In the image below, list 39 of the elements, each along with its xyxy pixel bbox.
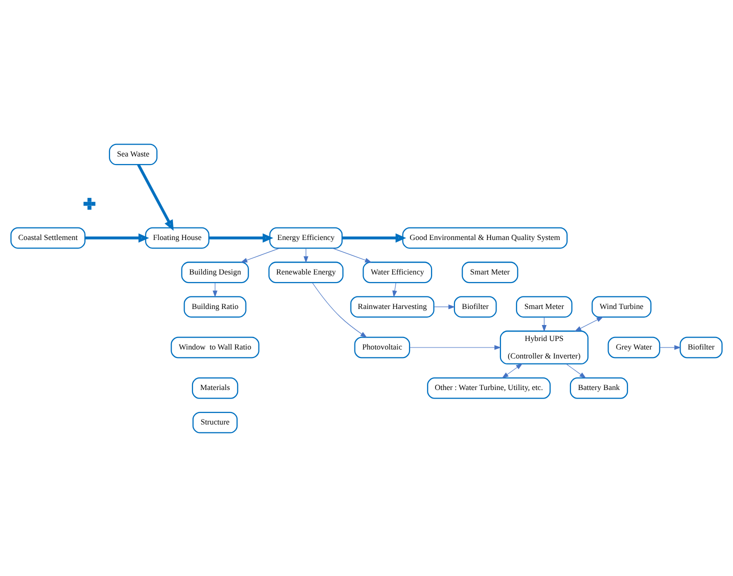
arrow <box>137 163 174 230</box>
node-box: Good Environmental & Human Quality System <box>402 226 568 248</box>
arrow <box>240 247 280 262</box>
arrow <box>342 232 406 242</box>
arrow <box>434 304 456 309</box>
node-box: Biofilter <box>454 296 497 318</box>
node-box: Floating House <box>145 226 210 248</box>
node-box: Water Efficiency <box>362 261 432 283</box>
arrow <box>502 362 523 378</box>
arrow <box>332 247 372 262</box>
node-box: Other : Water Turbine, Utility, etc. <box>427 376 551 398</box>
arrow <box>659 344 682 350</box>
arrow <box>212 282 218 297</box>
node-box: Photovoltaic <box>354 336 410 358</box>
node-box: Coastal Settlement <box>10 226 86 248</box>
node-box: Smart Meter <box>516 296 572 318</box>
node-box: Building Design <box>181 261 249 283</box>
arrow <box>304 247 308 262</box>
node-box: Grey Water <box>608 336 660 358</box>
arrow <box>85 232 150 242</box>
node-box: Battery Bank <box>570 376 628 398</box>
node-box: Biofilter <box>680 336 723 358</box>
arrow <box>574 316 604 331</box>
node-box: Structure <box>192 411 238 433</box>
arrow <box>566 363 586 378</box>
node-box: Renewable Energy <box>268 261 344 283</box>
node-box: Building Ratio <box>184 296 246 318</box>
arrow <box>312 282 368 338</box>
arrow <box>392 282 398 297</box>
node-box: Materials <box>192 376 238 398</box>
arrow <box>409 344 502 350</box>
node-box: Sea Waste <box>108 143 158 165</box>
node-box: Wind Turbine <box>592 296 652 318</box>
node-box: Rainwater Harvesting <box>350 296 434 318</box>
node-box: Window to Wall Ratio <box>170 336 260 358</box>
node-box: Smart Meter <box>462 261 518 283</box>
node-box: Hybrid UPS (Controller & Inverter) <box>500 330 589 364</box>
arrow <box>208 232 274 242</box>
node-box: Energy Efficiency <box>269 226 343 248</box>
